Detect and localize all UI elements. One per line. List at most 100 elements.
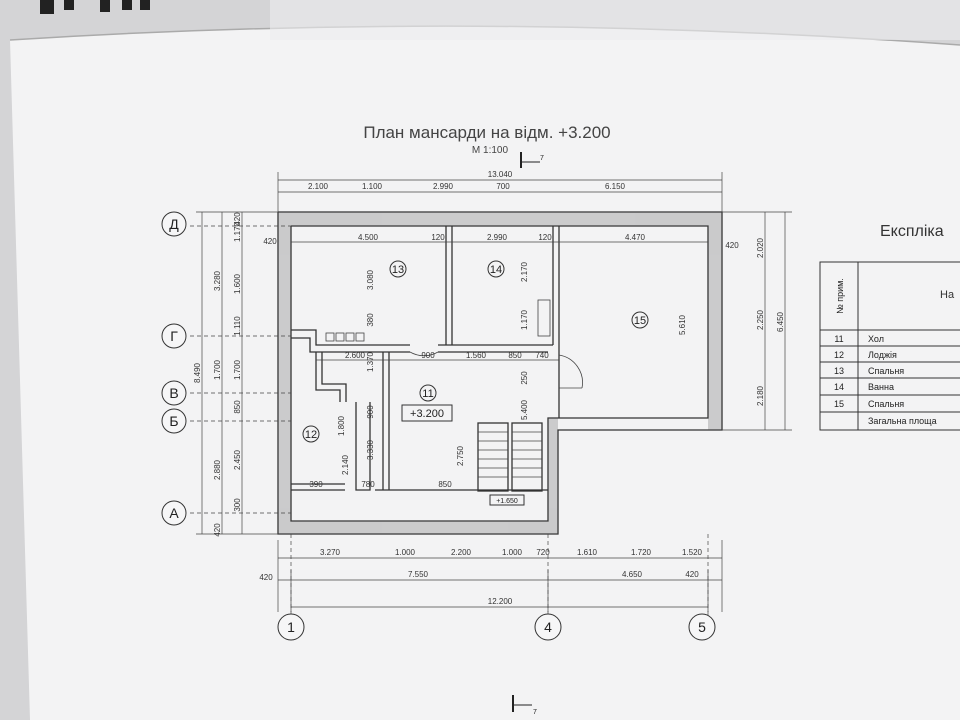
row-axis-markers: Д Г В Б А bbox=[161, 211, 187, 526]
svg-text:Спальня: Спальня bbox=[868, 366, 904, 376]
dim-hall-wall: 780 bbox=[361, 480, 375, 489]
svg-text:1.170: 1.170 bbox=[233, 221, 242, 242]
dim-inner-top-5: 4.470 bbox=[625, 233, 646, 242]
svg-text:А: А bbox=[169, 505, 179, 521]
svg-text:380: 380 bbox=[366, 313, 375, 327]
svg-text:2.880: 2.880 bbox=[213, 459, 222, 480]
svg-text:15: 15 bbox=[834, 399, 844, 409]
dim-top-2: 1.100 bbox=[362, 182, 383, 191]
svg-text:14: 14 bbox=[490, 264, 502, 276]
svg-text:3.280: 3.280 bbox=[213, 270, 222, 291]
dim-bottom-3: 2.200 bbox=[451, 548, 472, 557]
dim-inner-top-2: 120 bbox=[431, 233, 445, 242]
svg-text:2.140: 2.140 bbox=[341, 454, 350, 475]
svg-text:2.170: 2.170 bbox=[520, 261, 529, 282]
dim-top-total: 13.040 bbox=[488, 170, 513, 179]
paper-sheet bbox=[10, 26, 960, 720]
svg-text:14: 14 bbox=[834, 382, 844, 392]
dim-inner-top-3: 2.990 bbox=[487, 233, 508, 242]
dim-bottom-1: 3.270 bbox=[320, 548, 341, 557]
svg-text:Д: Д bbox=[169, 216, 179, 232]
svg-text:1.700: 1.700 bbox=[213, 359, 222, 380]
svg-text:Загальна площа: Загальна площа bbox=[868, 416, 937, 426]
svg-text:11: 11 bbox=[834, 334, 843, 344]
binder-clips bbox=[40, 0, 150, 14]
dim-bottom2-4: 420 bbox=[685, 570, 699, 579]
dim-mid-5: 740 bbox=[535, 351, 549, 360]
dim-bottom-7: 1.720 bbox=[631, 548, 652, 557]
dim-bottom2-2: 7.550 bbox=[408, 570, 429, 579]
section-mark-top: 7 bbox=[520, 152, 544, 168]
svg-text:420: 420 bbox=[233, 212, 242, 226]
dim-loggia-width: 390 bbox=[309, 480, 323, 489]
svg-text:250: 250 bbox=[520, 371, 529, 385]
svg-text:2.750: 2.750 bbox=[456, 445, 465, 466]
dimension-lines bbox=[190, 172, 792, 615]
section-mark-bottom: 7 bbox=[512, 695, 537, 716]
stair-level-mark: +1.650 bbox=[489, 494, 525, 506]
dim-mid-3: 1.560 bbox=[466, 351, 487, 360]
svg-text:11: 11 bbox=[422, 388, 433, 400]
svg-text:1.700: 1.700 bbox=[233, 359, 242, 380]
dim-bottom2-1: 420 bbox=[259, 573, 273, 582]
dim-mid-1: 2.600 bbox=[345, 351, 366, 360]
svg-text:3.080: 3.080 bbox=[366, 269, 375, 290]
dim-mid-2: 900 bbox=[421, 351, 435, 360]
svg-text:4: 4 bbox=[544, 619, 552, 635]
svg-text:+1.650: +1.650 bbox=[496, 498, 518, 505]
dim-inner-top-4: 120 bbox=[538, 233, 552, 242]
svg-text:2.180: 2.180 bbox=[756, 385, 765, 406]
dim-inner-top-1: 4.500 bbox=[358, 233, 379, 242]
column-axis-markers: 1 4 5 bbox=[277, 613, 716, 641]
svg-text:300: 300 bbox=[233, 498, 242, 512]
explication-table: Експліка № прим. На 11 Хол 12 Лоджія 13 … bbox=[819, 223, 960, 431]
dim-bottom-8: 1.520 bbox=[682, 548, 703, 557]
svg-text:15: 15 bbox=[634, 315, 646, 327]
dim-hall-width: 850 bbox=[438, 480, 452, 489]
svg-text:5.610: 5.610 bbox=[678, 314, 687, 335]
svg-text:1.170: 1.170 bbox=[520, 309, 529, 330]
left-dimensions: 420 1.170 1.600 1.110 1.700 850 2.450 30… bbox=[193, 212, 242, 537]
svg-text:12: 12 bbox=[305, 429, 317, 441]
dim-bottom-6: 1.610 bbox=[577, 548, 598, 557]
plan-scale: М 1:100 bbox=[472, 145, 509, 156]
dim-top-3: 2.990 bbox=[433, 182, 454, 191]
svg-text:850: 850 bbox=[233, 400, 242, 414]
svg-text:1.110: 1.110 bbox=[233, 316, 242, 336]
svg-text:3.330: 3.330 bbox=[366, 439, 375, 460]
dim-bottom-5: 720 bbox=[536, 548, 550, 557]
svg-text:420: 420 bbox=[263, 237, 277, 246]
dim-bottom-2: 1.000 bbox=[395, 548, 416, 557]
svg-text:1.800: 1.800 bbox=[337, 415, 346, 436]
svg-text:420: 420 bbox=[213, 523, 222, 537]
dim-bottom2-3: 4.650 bbox=[622, 570, 643, 579]
right-dimensions: 2.020 2.250 2.180 6.450 420 420 bbox=[263, 237, 785, 406]
svg-text:13: 13 bbox=[392, 264, 404, 276]
svg-text:2.450: 2.450 bbox=[233, 449, 242, 470]
bath-fixtures bbox=[325, 299, 551, 342]
svg-text:1.600: 1.600 bbox=[233, 273, 242, 294]
svg-text:Б: Б bbox=[169, 413, 178, 429]
table-header-name: На bbox=[940, 289, 955, 301]
svg-text:12: 12 bbox=[834, 350, 844, 360]
svg-text:13: 13 bbox=[834, 366, 844, 376]
plan-title: План мансарди на відм. +3.200 bbox=[363, 123, 610, 142]
svg-text:7: 7 bbox=[540, 155, 544, 162]
svg-text:В: В bbox=[169, 385, 178, 401]
svg-text:Ванна: Ванна bbox=[868, 382, 894, 392]
level-mark: +3.200 bbox=[401, 404, 453, 422]
svg-text:420: 420 bbox=[725, 241, 739, 250]
svg-text:6.450: 6.450 bbox=[776, 311, 785, 332]
svg-text:2.250: 2.250 bbox=[756, 309, 765, 330]
inner-vertical-dimensions: 3.080 380 1.370 2.170 1.170 5.610 2.750 … bbox=[337, 261, 687, 475]
svg-text:8.490: 8.490 bbox=[193, 362, 202, 383]
room-labels: 13 14 15 11 12 bbox=[302, 260, 649, 443]
stair-treads bbox=[478, 431, 542, 478]
svg-text:Лоджія: Лоджія bbox=[868, 350, 897, 360]
svg-text:Г: Г bbox=[170, 328, 178, 344]
svg-text:1.370: 1.370 bbox=[366, 351, 375, 372]
dim-top-5: 6.150 bbox=[605, 182, 626, 191]
table-header-no: № прим. bbox=[835, 278, 845, 314]
